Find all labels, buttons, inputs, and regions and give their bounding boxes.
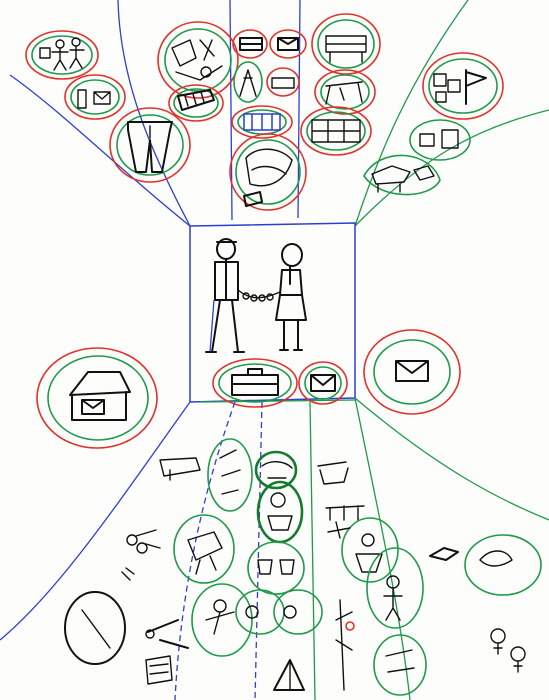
sewing-machine-icon [173, 514, 235, 584]
globe-icon [254, 450, 298, 490]
bottom-tools-icon [145, 619, 189, 649]
small-boxes-icon [409, 119, 471, 161]
table-icon [314, 69, 376, 115]
house-envelope-icon [36, 347, 158, 449]
person-circle-icon [256, 480, 304, 544]
equipment-icon [325, 505, 365, 521]
top-center-icons [231, 29, 307, 139]
tools-cluster-icon [157, 21, 239, 99]
scissors-icon [121, 529, 161, 581]
flags-icon [422, 52, 504, 120]
chairs-icon [311, 13, 381, 75]
dollar-sign-icon [327, 521, 351, 539]
tools-bottom-right-icon [373, 634, 427, 696]
small-figures-left-icon [207, 438, 253, 512]
plants-icon [335, 599, 355, 691]
lower-guide-lines [0, 397, 549, 700]
envelope-icon [298, 361, 348, 405]
pen-icon [64, 591, 126, 665]
stick-figures-icon [25, 30, 99, 80]
tent-icon [273, 659, 305, 691]
animals-icon [363, 154, 441, 196]
trousers-icon [109, 107, 191, 183]
hat-icon [159, 457, 201, 481]
cart-icon [317, 461, 349, 485]
figures-right-icon [366, 547, 424, 629]
box-icon [145, 655, 173, 685]
boots-icon [168, 84, 224, 122]
shirt-icon [229, 133, 307, 211]
briefcase-icon [212, 358, 298, 408]
shelf-icon [300, 106, 372, 156]
workers-icon [191, 583, 253, 657]
cups-icon [235, 541, 323, 635]
gender-symbols-icon [464, 534, 542, 673]
handshake-figures-icon [205, 238, 307, 353]
toilet-icon [341, 517, 399, 583]
small-items-icon [64, 74, 126, 120]
mail-envelope-icon [363, 329, 461, 415]
bird-icon [429, 547, 459, 561]
